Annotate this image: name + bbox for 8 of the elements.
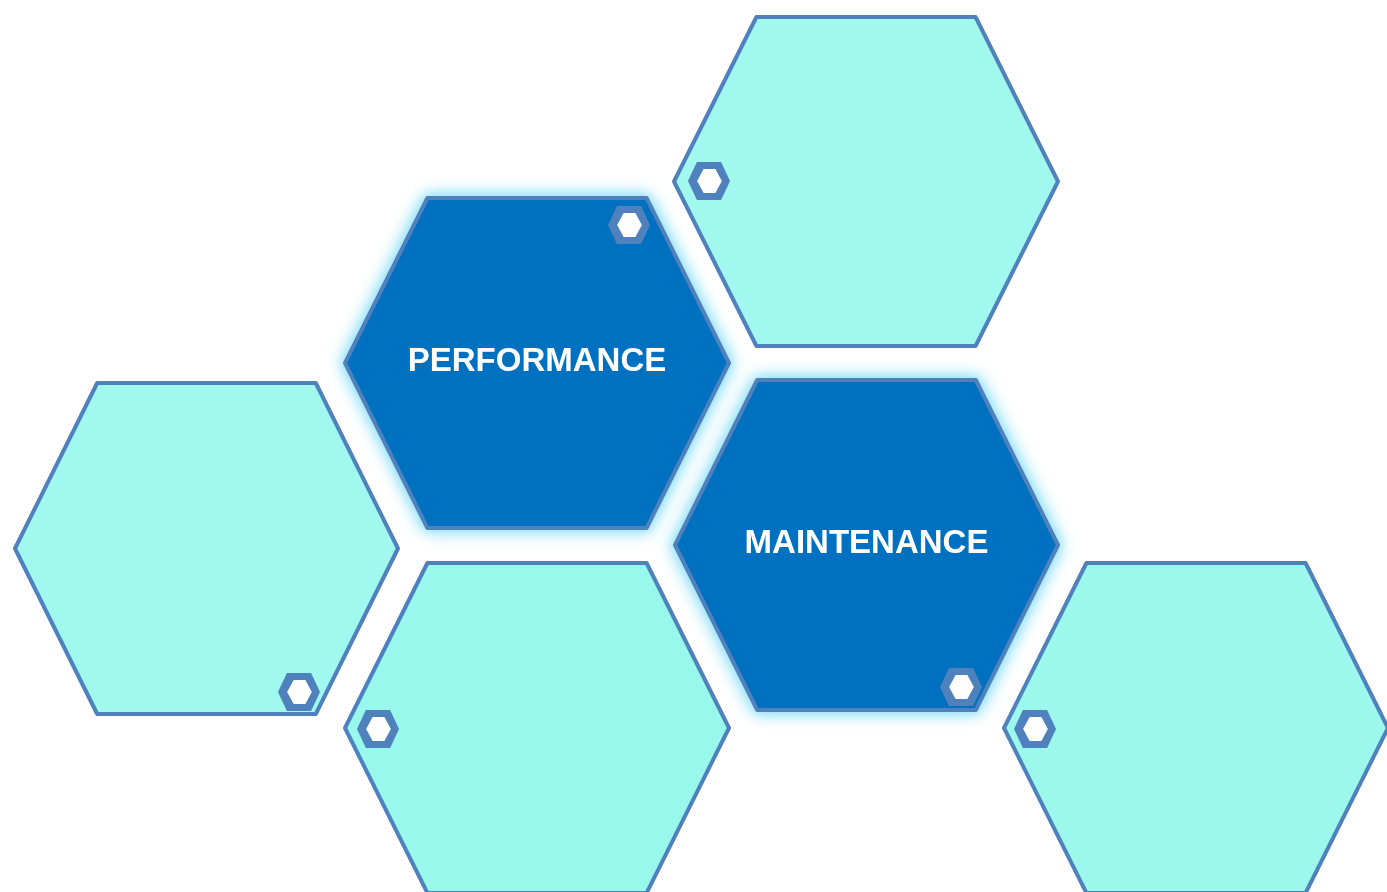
hexagon-tile [673, 378, 1060, 712]
hexagon-label: PERFORMANCE [406, 341, 668, 379]
hexagon-tile [1002, 561, 1387, 892]
hexagon-tile [343, 196, 731, 530]
hexagon-tile [13, 381, 400, 716]
hexagon-label: MAINTENANCE [743, 523, 990, 561]
hexagon-tile [343, 561, 731, 892]
hexagon-tile [672, 15, 1060, 348]
